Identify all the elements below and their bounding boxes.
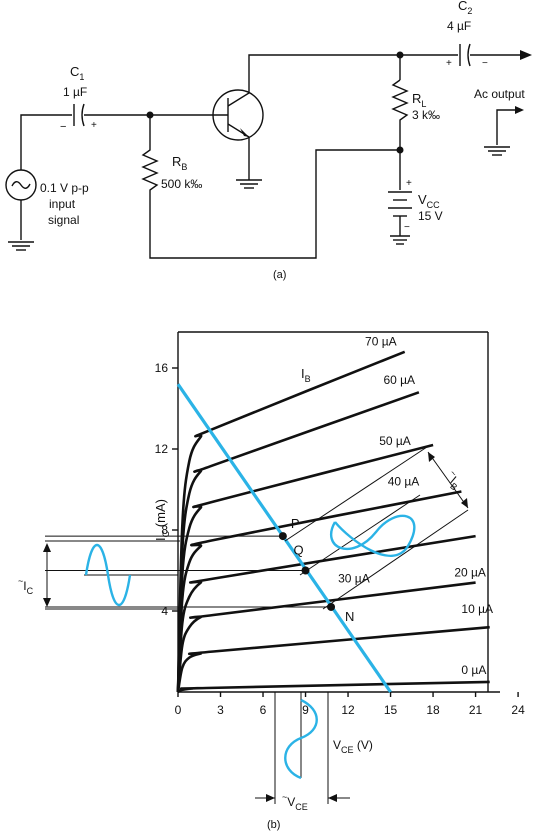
vcc-plus: +	[406, 178, 412, 189]
c2-minus: −	[482, 58, 488, 69]
y-axis-label: IC (mA)	[153, 499, 171, 541]
ib-curve-30ua	[176, 534, 476, 693]
source-label-1: 0.1 V p-p	[40, 181, 89, 195]
rl-resistor	[391, 79, 409, 150]
input-wire-left	[20, 114, 72, 170]
ib-curve-label-10ua: 10 µA	[461, 602, 493, 616]
ib-curve-20ua	[176, 581, 476, 693]
vce-swing-diagram	[255, 692, 350, 804]
bias-loop-wire	[149, 149, 400, 259]
x-tick-label-24: 24	[511, 703, 525, 717]
ib-curve-group: 0 µA 10 µA 20 µA 30 µA 40 µA 50 µA 60 µA 70 µA	[176, 335, 493, 694]
projection-guides	[45, 535, 332, 608]
x-tick-label-21: 21	[469, 703, 483, 717]
output-terminal-icon	[484, 106, 524, 156]
vce-swing-label: ~VCE	[282, 792, 308, 812]
collector-wire	[248, 54, 401, 90]
vcc-value: 15 V	[418, 209, 443, 223]
rb-resistor	[141, 115, 159, 196]
ib-curve-label-20ua: 20 µA	[454, 566, 486, 580]
y-tick-label-12: 12	[155, 442, 169, 456]
operating-point-n	[327, 602, 336, 611]
circuit-diagram: C2 4 µF + − RL 3 k‰ + − VCC 15 V	[5, 0, 532, 281]
source-label-2: input	[49, 197, 76, 211]
ib-swing-label: ~IB	[442, 468, 466, 493]
c2-name: C2	[458, 0, 472, 16]
source-label-3: signal	[48, 213, 79, 227]
junction-top	[396, 51, 404, 59]
ib-curve-label-0ua: 0 µA	[461, 663, 486, 677]
rl-value: 3 k‰	[412, 108, 440, 122]
c2-value: 4 µF	[447, 19, 471, 33]
ib-curve-0ua	[177, 680, 490, 694]
y-tick-label-16: 16	[155, 361, 169, 375]
rb-name: RB	[172, 154, 187, 172]
ib-label: IB	[301, 366, 311, 384]
ib-curve-label-60ua: 60 µA	[383, 373, 415, 387]
c2-capacitor	[459, 43, 471, 67]
output-arrow	[520, 50, 532, 60]
x-tick-group: 0 3 6 9 12 15 18 21 24	[175, 692, 525, 717]
c1-value: 1 µF	[63, 85, 87, 99]
rb-value: 500 k‰	[161, 177, 202, 191]
x-tick-label-18: 18	[426, 703, 440, 717]
ic-swing-diagram	[43, 540, 180, 610]
y-tick-group: 4 8 12 16	[155, 361, 178, 618]
y-tick-label-4: 4	[161, 604, 168, 618]
caption-a: (a)	[273, 269, 286, 281]
c1-minus: −	[60, 121, 66, 133]
vcc-name: VCC	[418, 192, 440, 210]
ib-curve-label-30ua: 30 µA	[338, 572, 370, 586]
ib-curve-label-40ua: 40 µA	[388, 474, 420, 488]
ib-curve-70ua	[176, 350, 406, 693]
npn-transistor	[150, 89, 264, 178]
operating-point-label-n: N	[345, 609, 354, 624]
operating-point-label-q: Q	[294, 543, 304, 558]
ic-swing-label: ~IC	[18, 576, 34, 596]
ib-curve-label-70ua: 70 µA	[365, 335, 397, 349]
ib-curve-label-50ua: 50 µA	[379, 434, 411, 448]
c1-name: C1	[70, 64, 84, 82]
x-tick-label-0: 0	[175, 703, 182, 717]
vcc-minus: −	[404, 222, 410, 233]
rl-name: RL	[412, 91, 426, 109]
ib-curve-10ua	[176, 625, 490, 693]
c2-plus: +	[446, 58, 452, 69]
x-tick-label-9: 9	[302, 703, 309, 717]
x-tick-label-6: 6	[260, 703, 267, 717]
output-label: Ac output	[474, 87, 525, 101]
x-tick-label-15: 15	[384, 703, 398, 717]
x-tick-label-12: 12	[341, 703, 355, 717]
operating-point-label-p: P	[291, 516, 300, 531]
characteristic-graph: 4 8 12 16 0 3 6 9 12 15 18 21 24 0 µA 10 µA 20 µA 30 µ…	[18, 331, 525, 831]
x-axis-label: VCE (V)	[333, 738, 373, 755]
c1-plus: +	[91, 120, 97, 131]
caption-b: (b)	[267, 819, 280, 831]
operating-point-p	[278, 532, 287, 541]
y-tick-label-8: 8	[161, 523, 168, 537]
ib-swing-diagram	[284, 444, 469, 610]
x-tick-label-3: 3	[217, 703, 224, 717]
ac-source-icon	[5, 169, 37, 251]
c1-capacitor	[73, 103, 85, 127]
vcc-battery	[388, 150, 412, 245]
emitter-ground-icon	[236, 178, 262, 189]
